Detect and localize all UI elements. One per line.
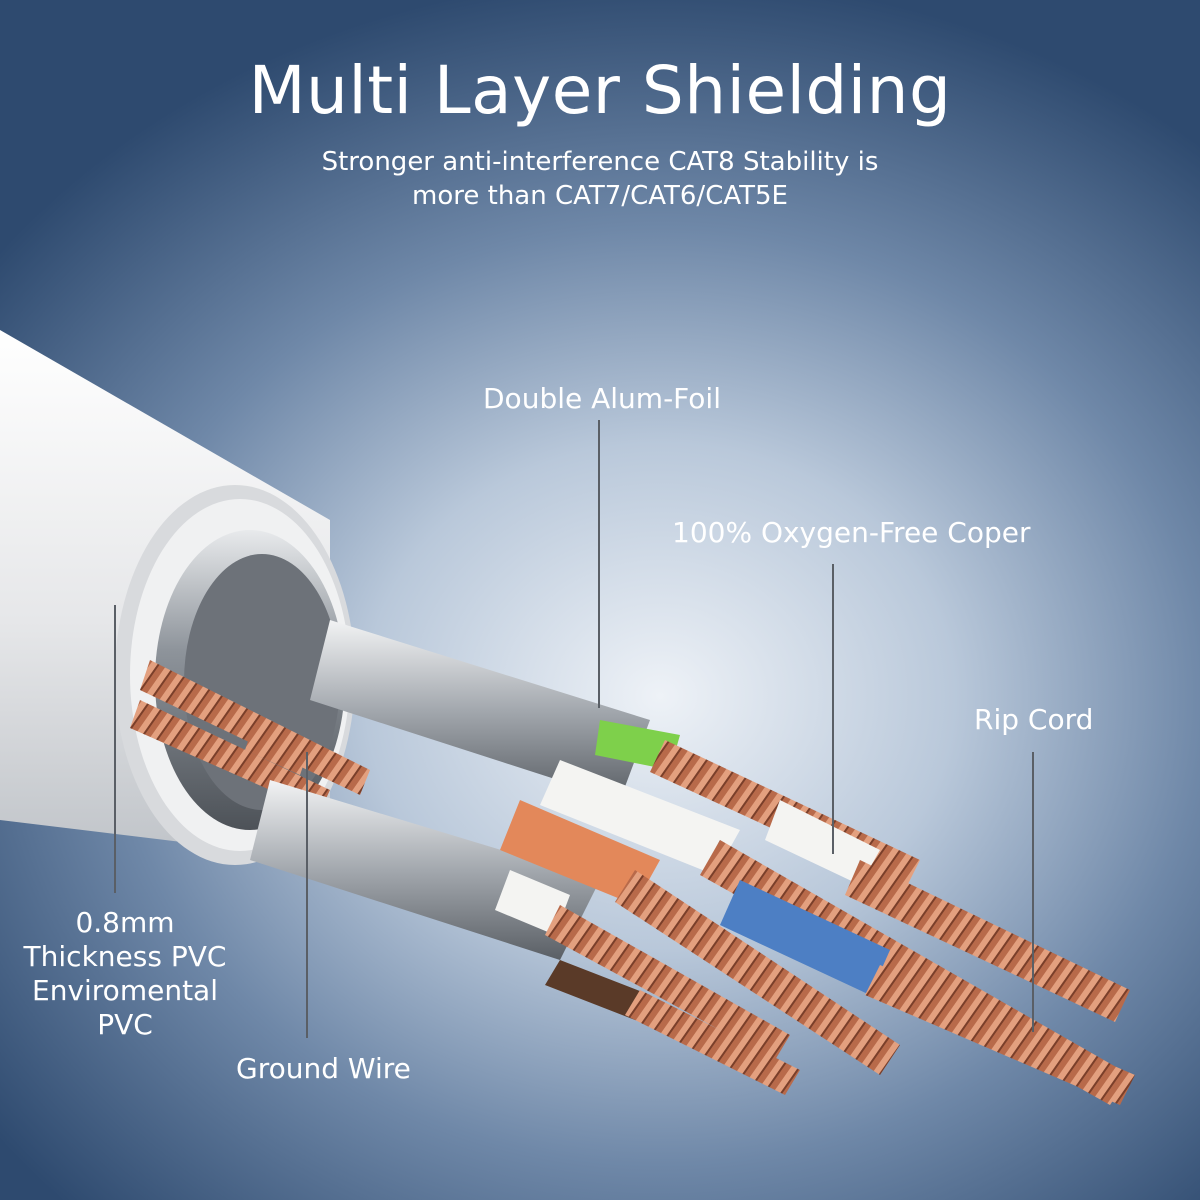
callout-rip-cord: Rip Cord	[974, 703, 1094, 736]
callout-copper: 100% Oxygen-Free Coper	[672, 516, 1031, 549]
leader-pvc	[114, 605, 116, 893]
leader-double-foil	[598, 420, 600, 708]
leader-copper	[832, 564, 834, 854]
white-conductor-3	[495, 870, 790, 1060]
orange-conductor	[500, 800, 900, 1075]
leader-rip-cord	[1032, 752, 1034, 1032]
page-title: Multi Layer Shielding	[248, 52, 952, 129]
callout-pvc-line-1: 0.8mm	[75, 906, 175, 939]
callout-pvc: 0.8mm Thickness PVC Enviromental PVC	[10, 906, 240, 1042]
subtitle-line-1: Stronger anti-interference CAT8 Stabilit…	[321, 147, 879, 177]
callout-ground-wire: Ground Wire	[236, 1052, 411, 1085]
callout-pvc-line-4: PVC	[97, 1008, 153, 1041]
ground-wire	[245, 720, 310, 775]
callout-pvc-line-2: Thickness PVC	[23, 940, 227, 973]
callout-double-foil: Double Alum-Foil	[483, 382, 721, 415]
brown-conductor	[545, 960, 800, 1095]
foiled-pair-upper	[310, 620, 650, 800]
callout-pvc-line-3: Enviromental	[32, 974, 218, 1007]
white-conductor-2	[765, 800, 1130, 1022]
subtitle-line-2: more than CAT7/CAT6/CAT5E	[412, 181, 788, 211]
page-subtitle: Stronger anti-interference CAT8 Stabilit…	[250, 145, 950, 213]
leader-ground-wire	[306, 752, 308, 1038]
blue-conductor	[720, 880, 1135, 1105]
